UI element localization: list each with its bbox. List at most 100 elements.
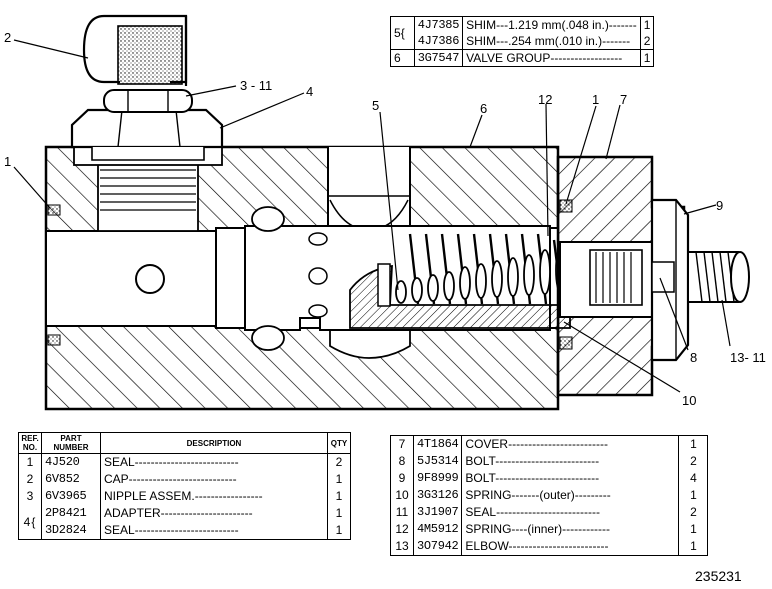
part-number: 5J5314 [413, 453, 463, 470]
parts-table-right: 7 4T1864 COVER------------------------- … [390, 435, 709, 556]
callout-shim: 5 [372, 98, 379, 113]
ref-cell: 2 [18, 471, 42, 488]
bolt-head [650, 198, 690, 362]
qty: 1 [690, 539, 697, 553]
parts-table-left: REF. NO. PART NUMBER DESCRIPTION QTY 1 4… [18, 432, 351, 540]
table-row: 8 5J5314 BOLT-------------------------- … [390, 453, 708, 470]
part-number: 4J520 [41, 453, 101, 471]
part-number: 9F8999 [413, 470, 463, 487]
table-row: 6 3G7547 VALVE GROUP------------------ 1 [390, 49, 654, 67]
ref-cell: 6 [390, 49, 415, 67]
qty: 1 [690, 522, 697, 536]
part-number: 2P8421 [41, 505, 101, 522]
description: SHIM---.254 mm(.010 in.)------- [462, 33, 641, 50]
part-number: 4J7386 [414, 33, 464, 50]
table-row: 10 3G3126 SPRING-------(outer)--------- … [390, 487, 708, 504]
header-qty: QTY [327, 432, 351, 454]
qty: 2 [690, 505, 697, 519]
ref-cell: 7 [390, 435, 414, 453]
callout-bolt-8: 8 [690, 350, 697, 365]
header-description: DESCRIPTION [100, 432, 328, 454]
callout-elbow: 13- 11 [730, 350, 766, 365]
qty: 1 [335, 523, 343, 537]
callout-adapter: 4 [306, 84, 313, 99]
description: SEAL-------------------------- [461, 504, 680, 521]
table-row: 9 9F8999 BOLT-------------------------- … [390, 470, 708, 487]
table-row: 4{ 2P8421 ADAPTER-----------------------… [18, 505, 351, 540]
part-number: 3G3126 [413, 487, 463, 504]
description: COVER------------------------- [461, 435, 680, 453]
leader-lines [13, 39, 731, 393]
callout-inner-spring: 12 [538, 92, 552, 107]
qty: 1 [640, 49, 654, 67]
ref-cell: 11 [390, 504, 414, 521]
description: SEAL-------------------------- [100, 453, 328, 471]
table-row: 11 3J1907 SEAL--------------------------… [390, 504, 708, 521]
callout-seal-left: 1 [4, 154, 11, 169]
table-row: 5{ 4J7385 SHIM---1.219 mm(.048 in.)-----… [390, 16, 654, 50]
qty: 1 [690, 437, 697, 451]
ref-cell: 1 [18, 453, 42, 471]
header-ref: REF. NO. [18, 432, 42, 454]
ref-cell: 13 [390, 538, 414, 556]
part-number: 4T1864 [413, 435, 463, 453]
qty: 1 [643, 17, 651, 32]
part-number: 6V3965 [41, 488, 101, 505]
qty: 1 [335, 506, 343, 520]
description: SPRING-------(outer)--------- [461, 487, 680, 504]
table-row: 7 4T1864 COVER------------------------- … [390, 435, 708, 453]
description: SHIM---1.219 mm(.048 in.)------- [462, 16, 641, 33]
part-number: 3O7942 [413, 538, 463, 556]
description: VALVE GROUP------------------ [462, 49, 641, 67]
callout-seal-right: 1 [592, 92, 599, 107]
description: ELBOW------------------------- [461, 538, 680, 556]
callout-bolt-9: 9 [716, 198, 723, 213]
table-row: 4J7386 SHIM---.254 mm(.010 in.)------- 2 [391, 33, 654, 50]
callout-labels: 1 2 3 - 11 4 5 6 12 1 7 9 8 13- 11 10 [4, 30, 766, 408]
header-part-number: PART NUMBER [41, 432, 101, 454]
nipple-assembly [103, 89, 193, 113]
description: BOLT-------------------------- [461, 470, 680, 487]
qty: 2 [690, 454, 697, 468]
table-row: 1 4J520 SEAL-------------------------- 2 [18, 453, 351, 471]
elbow [687, 251, 750, 303]
ref-cell: 4{ [18, 505, 42, 540]
table-row: 13 3O7942 ELBOW-------------------------… [390, 538, 708, 556]
callout-outer-spring: 10 [682, 393, 696, 408]
illustration-number: 235231 [695, 568, 742, 584]
table-row: 3D2824 SEAL-------------------------- 1 [19, 522, 351, 540]
callout-nipple-seal: 3 - 11 [240, 78, 272, 93]
description: SPRING----(inner)------------ [461, 521, 680, 538]
ref-cell: 5{ [390, 16, 415, 50]
description: CAP--------------------------- [100, 471, 328, 488]
callout-cover: 7 [620, 92, 627, 107]
part-number: 6V852 [41, 471, 101, 488]
part-number: 4J7385 [414, 16, 464, 33]
valve-spool [244, 206, 571, 351]
qty: 2 [335, 455, 343, 469]
qty: 4 [690, 471, 697, 485]
parts-table-top: 5{ 4J7385 SHIM---1.219 mm(.048 in.)-----… [390, 16, 655, 67]
adapter-nut [70, 108, 224, 161]
part-number: 3G7547 [414, 49, 464, 67]
part-number: 4M5912 [413, 521, 463, 538]
qty: 1 [690, 488, 697, 502]
ref-cell: 10 [390, 487, 414, 504]
part-number: 3D2824 [41, 522, 101, 540]
callout-valve-group: 6 [480, 101, 487, 116]
description: BOLT-------------------------- [461, 453, 680, 470]
description: NIPPLE ASSEM.----------------- [100, 488, 328, 505]
ref-cell: 9 [390, 470, 414, 487]
table-row: 12 4M5912 SPRING----(inner)------------ … [390, 521, 708, 538]
table-row: 3 6V3965 NIPPLE ASSEM.----------------- … [18, 488, 351, 505]
table-header: REF. NO. PART NUMBER DESCRIPTION QTY [18, 432, 351, 454]
table-row: 2 6V852 CAP--------------------------- 1 [18, 471, 351, 488]
cap [82, 14, 188, 86]
description: ADAPTER----------------------- [100, 505, 328, 522]
ref-cell: 8 [390, 453, 414, 470]
description: SEAL-------------------------- [100, 522, 328, 540]
ref-cell: 3 [18, 488, 42, 505]
qty: 1 [335, 472, 343, 486]
callout-cap: 2 [4, 30, 11, 45]
